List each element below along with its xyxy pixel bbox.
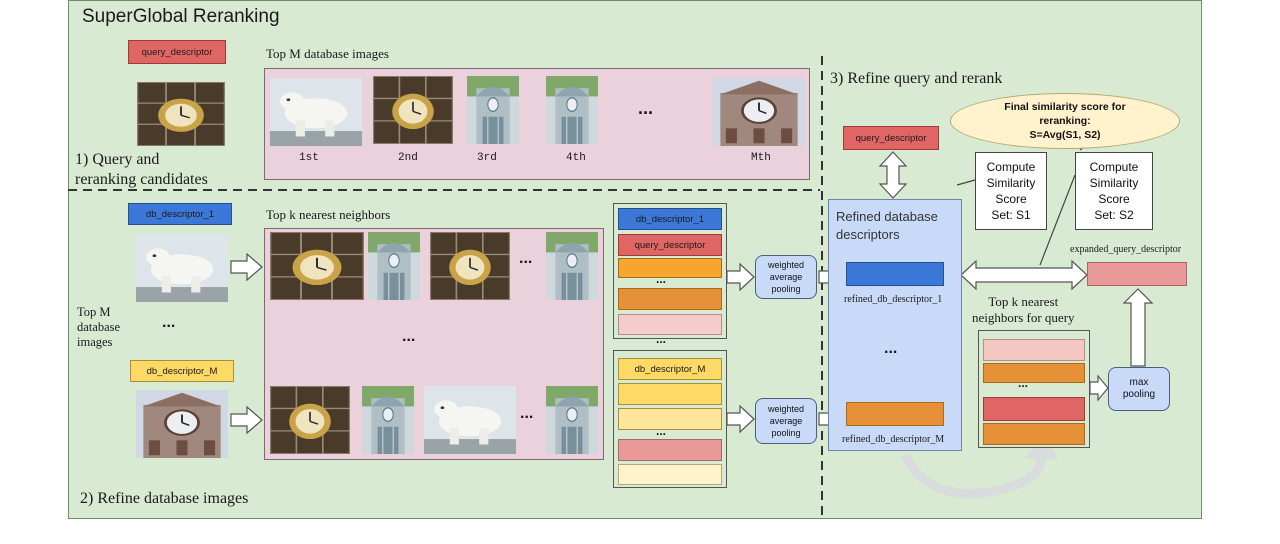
arrow-query-refined-bidirectional (878, 151, 908, 199)
rank-4th: 4th (566, 152, 586, 164)
section3-query-descriptor: query_descriptor (843, 126, 939, 150)
neighbors-middle-ellipsis: ... (402, 328, 416, 345)
stack1-pink-descriptor (618, 314, 722, 335)
diagram-title: SuperGlobal Reranking (82, 6, 280, 27)
ornate-clock-icon (137, 82, 225, 146)
station-facade-icon (467, 76, 519, 144)
stack1-query-descriptor: query_descriptor (618, 234, 722, 256)
query-stack-ellipsis: ... (1018, 376, 1029, 390)
callout-s2-pointer (1039, 174, 1076, 266)
curved-arrow-refined-to-neighbors (900, 452, 1045, 498)
weighted-average-pooling-m: weighted average pooling (755, 398, 817, 444)
ornate-clock-icon (373, 76, 453, 144)
refined-db-descriptor-1-block (846, 262, 944, 286)
query-stack-orange-descriptor-2 (983, 423, 1085, 445)
neighbors-row1-ellipsis: ... (519, 250, 533, 267)
clock-tower-icon (136, 390, 228, 458)
arrow-stack1-to-pool (726, 262, 755, 292)
top-k-neighbors-query-label: Top k nearest neighbors for query (972, 294, 1075, 325)
polar-bear-statue-icon (424, 386, 516, 454)
final-score-ellipse: Final similarity score for reranking: S=… (950, 93, 1180, 149)
rank-1st: 1st (299, 152, 319, 164)
candidates-ellipsis: ... (638, 98, 654, 118)
query-descriptor-block: query_descriptor (128, 40, 226, 64)
refined-db-descriptor-m-label: refined_db_descriptor_M (842, 434, 945, 445)
top-m-database-images-label: Top M database images (77, 305, 121, 349)
refined-db-descriptor-1-label: refined_db_descriptor_1 (844, 294, 943, 305)
section-3-label: 3) Refine query and rerank (830, 70, 1003, 87)
max-pooling: max pooling (1108, 367, 1170, 411)
clock-tower-icon (713, 78, 805, 146)
station-facade-icon (368, 232, 420, 300)
stack1-orange-descriptor-2 (618, 288, 722, 310)
section-1-label: 1) Query and reranking candidates (75, 151, 208, 188)
neighbors-row2-ellipsis: ... (520, 405, 534, 422)
stackm-yellow-descriptor-2 (618, 408, 722, 430)
db-images-ellipsis: ... (162, 314, 176, 331)
stackm-cream-descriptor (618, 464, 722, 485)
station-facade-icon (362, 386, 414, 454)
query-stack-red-descriptor (983, 397, 1085, 421)
polar-bear-statue-icon (136, 234, 228, 302)
top-m-database-label: Top M database images (266, 46, 389, 61)
stack1-db-descriptor-1: db_descriptor_1 (618, 208, 722, 230)
refined-ellipsis: ... (884, 340, 898, 357)
refined-database-label: Refined database descriptors (836, 209, 938, 242)
ornate-clock-icon (270, 232, 364, 300)
compute-score-s1-box: Compute Similarity Score Set: S1 (975, 152, 1047, 230)
refined-db-descriptor-m-block (846, 402, 944, 426)
station-facade-icon (546, 76, 598, 144)
stackm-ellipsis: ... (656, 424, 667, 438)
polar-bear-statue-icon (270, 78, 362, 146)
ornate-clock-icon (270, 386, 350, 454)
rank-3rd: 3rd (477, 152, 497, 164)
stack1-orange-descriptor (618, 258, 722, 278)
stack-gap-ellipsis: ... (656, 332, 667, 346)
query-stack-pink-descriptor (983, 339, 1085, 361)
db-descriptor-m-block: db_descriptor_M (130, 360, 234, 382)
stackm-yellow-descriptor (618, 383, 722, 405)
top-k-nn-label: Top k nearest neighbors (266, 207, 391, 222)
stackm-db-descriptor-m: db_descriptor_M (618, 358, 722, 380)
arrow-dbM-to-row (230, 405, 263, 435)
callout-s1-pointer (956, 179, 976, 186)
station-facade-icon (546, 386, 598, 454)
expanded-query-descriptor-label: expanded_query_descriptor (1070, 244, 1182, 255)
expanded-query-descriptor-block (1087, 262, 1187, 286)
station-facade-icon (546, 232, 598, 300)
arrow-db1-to-row (230, 252, 263, 282)
stackm-salmon-descriptor (618, 439, 722, 461)
query-stack-orange-descriptor (983, 363, 1085, 383)
compute-score-s2-box: Compute Similarity Score Set: S2 (1075, 152, 1153, 230)
rank-mth: Mth (751, 152, 771, 164)
weighted-average-pooling-1: weighted average pooling (755, 255, 817, 299)
stack1-ellipsis: ... (656, 272, 667, 286)
ornate-clock-icon (430, 232, 510, 300)
arrow-refined-expanded-bidirectional (960, 259, 1088, 291)
arrow-maxpool-to-expanded (1122, 288, 1154, 367)
arrow-stack2-to-pool (726, 404, 755, 434)
db-descriptor-1-block: db_descriptor_1 (128, 203, 232, 225)
rank-2nd: 2nd (398, 152, 418, 164)
arrow-query-stack-to-maxpool (1089, 374, 1109, 402)
section-2-label: 2) Refine database images (80, 490, 249, 507)
